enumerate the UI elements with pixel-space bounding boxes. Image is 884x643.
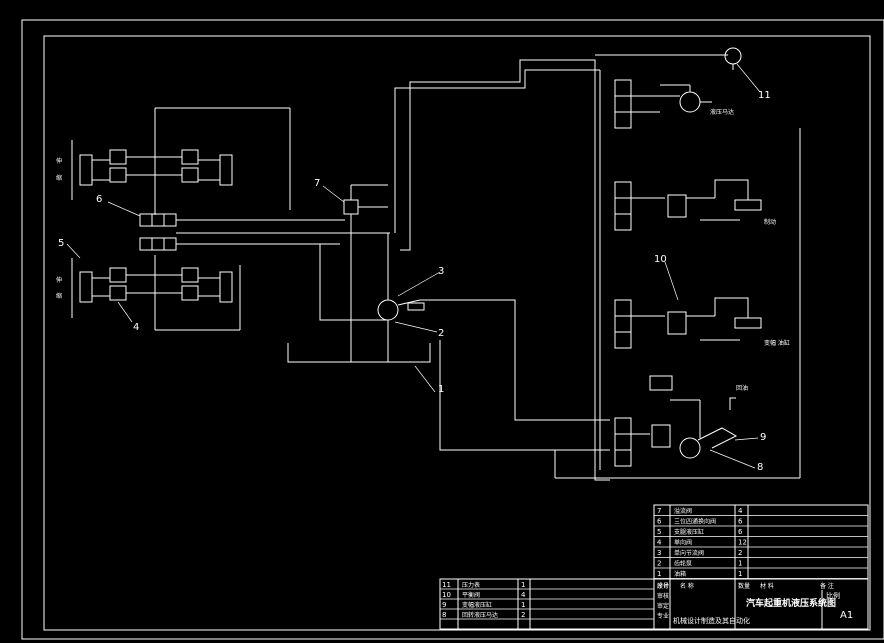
- subtitle: 机械设计制造及其自动化: [673, 616, 750, 625]
- part-qty: 2: [521, 611, 525, 619]
- title-row-label: 设计: [657, 582, 669, 590]
- left-top-label-a: 伸: [56, 157, 62, 165]
- part-no: 9: [442, 601, 446, 609]
- callout-8: 8: [757, 462, 763, 473]
- outrigger-group-top: [71, 107, 291, 215]
- part-qty: 1: [521, 601, 525, 609]
- part-no: 6: [657, 518, 662, 526]
- part-name: 变幅液压缸: [462, 601, 492, 609]
- table-header: 材 料: [760, 582, 774, 590]
- scale-label: 比例: [826, 591, 840, 600]
- part-qty: 4: [738, 507, 743, 515]
- part-name: 回转液压马达: [462, 611, 498, 619]
- part-no: 10: [442, 591, 451, 599]
- part-no: 11: [442, 581, 451, 589]
- title-row-label: 专业: [657, 612, 669, 620]
- part-name: 支腿液压缸: [674, 528, 704, 536]
- callout-6: 6: [96, 194, 102, 205]
- callout-1: 1: [438, 384, 444, 395]
- callout-3: 3: [438, 266, 444, 277]
- inner-border: [43, 35, 871, 631]
- part-qty: 6: [738, 518, 743, 526]
- leader-lines: [66, 63, 761, 469]
- sheet-size: A1: [840, 610, 853, 621]
- part-name: 油箱: [674, 570, 686, 578]
- valve-stack: [614, 47, 762, 467]
- callout-11: 11: [758, 90, 771, 101]
- directional-valve-6: [139, 213, 390, 251]
- callout-5: 5: [58, 238, 64, 249]
- part-qty: 4: [521, 591, 526, 599]
- part-qty: 1: [738, 570, 742, 578]
- part-name: 单向节流阀: [674, 549, 704, 557]
- part-qty: 1: [521, 581, 525, 589]
- main-lines: [319, 54, 801, 481]
- outer-border: [21, 19, 884, 640]
- drawing-title: 汽车起重机液压系统图: [746, 597, 836, 609]
- part-no: 2: [657, 560, 661, 568]
- part-no: 5: [657, 528, 661, 536]
- table-header: 序号: [657, 582, 669, 590]
- tank-1: [287, 343, 431, 363]
- part-qty: 1: [738, 560, 742, 568]
- title-block: [439, 504, 869, 630]
- callout-4: 4: [133, 322, 139, 333]
- part-name: 三位四通换向阀: [674, 518, 716, 526]
- table-header: 数量: [738, 582, 750, 590]
- left-bot-label-a: 伸: [56, 276, 62, 284]
- pump-2: [377, 233, 425, 362]
- part-name: 平衡阀: [462, 591, 480, 599]
- return-label: 回油: [736, 384, 748, 392]
- callout-10: 10: [654, 254, 667, 265]
- part-name: 压力表: [462, 581, 480, 589]
- relief-valve-7: [343, 184, 388, 362]
- left-bot-label-b: 缩: [56, 292, 62, 300]
- left-top-label-b: 缩: [56, 174, 62, 182]
- part-qty: 2: [738, 549, 742, 557]
- brake-label: 制动: [764, 218, 776, 226]
- part-qty: 12: [738, 539, 747, 547]
- part-name: 单向阀: [674, 539, 692, 547]
- motor-label: 液压马达: [710, 108, 734, 116]
- callout-7: 7: [314, 178, 320, 189]
- title-row-label: 审核: [657, 592, 669, 600]
- part-qty: 6: [738, 528, 743, 536]
- part-name: 溢流阀: [674, 507, 692, 515]
- part-no: 4: [657, 539, 662, 547]
- outrigger-group-bottom: [71, 255, 241, 331]
- callout-2: 2: [438, 328, 444, 339]
- callout-9: 9: [760, 432, 766, 443]
- title-row-label: 审定: [657, 602, 669, 610]
- table-header: 名 称: [680, 582, 694, 590]
- part-name: 齿轮泵: [674, 560, 692, 568]
- part-no: 8: [442, 611, 446, 619]
- part-no: 7: [657, 507, 661, 515]
- luffing-label: 变幅 油缸: [764, 339, 790, 347]
- table-header: 备 注: [820, 582, 834, 590]
- parts-table-upper: 7 溢流阀 4 6 三位四通换向阀 6 5 支腿液压缸 6 4 单向阀 12 3 单向节流阀 2 2 齿轮泵 1 1…: [654, 507, 868, 590]
- part-no: 3: [657, 549, 661, 557]
- part-no: 1: [657, 570, 661, 578]
